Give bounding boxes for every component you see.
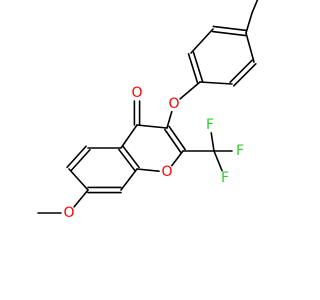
bond-double	[70, 148, 91, 172]
atom-label-o-carbonyl: O	[131, 85, 142, 101]
atom-label-f3: F	[221, 170, 229, 186]
atom-label-o-ether: O	[168, 96, 179, 112]
bond-single	[120, 168, 138, 191]
bond-double	[66, 145, 87, 169]
bond-double	[164, 128, 182, 154]
bond-single	[136, 124, 168, 129]
bond-single	[171, 150, 184, 167]
atom-label-f1: F	[206, 117, 214, 133]
bond-single	[251, 0, 259, 14]
bond-single	[245, 12, 253, 34]
bond-single	[120, 124, 138, 149]
bond-single	[179, 81, 201, 100]
bond-double	[211, 30, 247, 37]
bond-single	[190, 28, 214, 54]
atom-label-o-methoxy: O	[63, 205, 74, 221]
bond-single	[213, 150, 223, 172]
bond-single	[136, 168, 160, 173]
bond-double	[118, 148, 136, 172]
bond-double	[233, 63, 257, 87]
bond-single	[199, 81, 233, 85]
bond-layer	[37, 0, 259, 214]
bond-double	[187, 52, 199, 84]
atom-label-f2: F	[236, 143, 244, 159]
bond-single	[245, 32, 255, 63]
bond-double	[229, 59, 253, 83]
bond-double	[122, 145, 140, 169]
bond-double	[168, 125, 186, 151]
bond-double	[192, 51, 204, 83]
bond-double	[212, 25, 248, 32]
atom-label-o-ring: O	[161, 164, 172, 180]
bond-single	[166, 110, 173, 129]
bond-single	[68, 168, 89, 191]
bond-single	[210, 132, 215, 152]
bond-single	[73, 189, 89, 208]
